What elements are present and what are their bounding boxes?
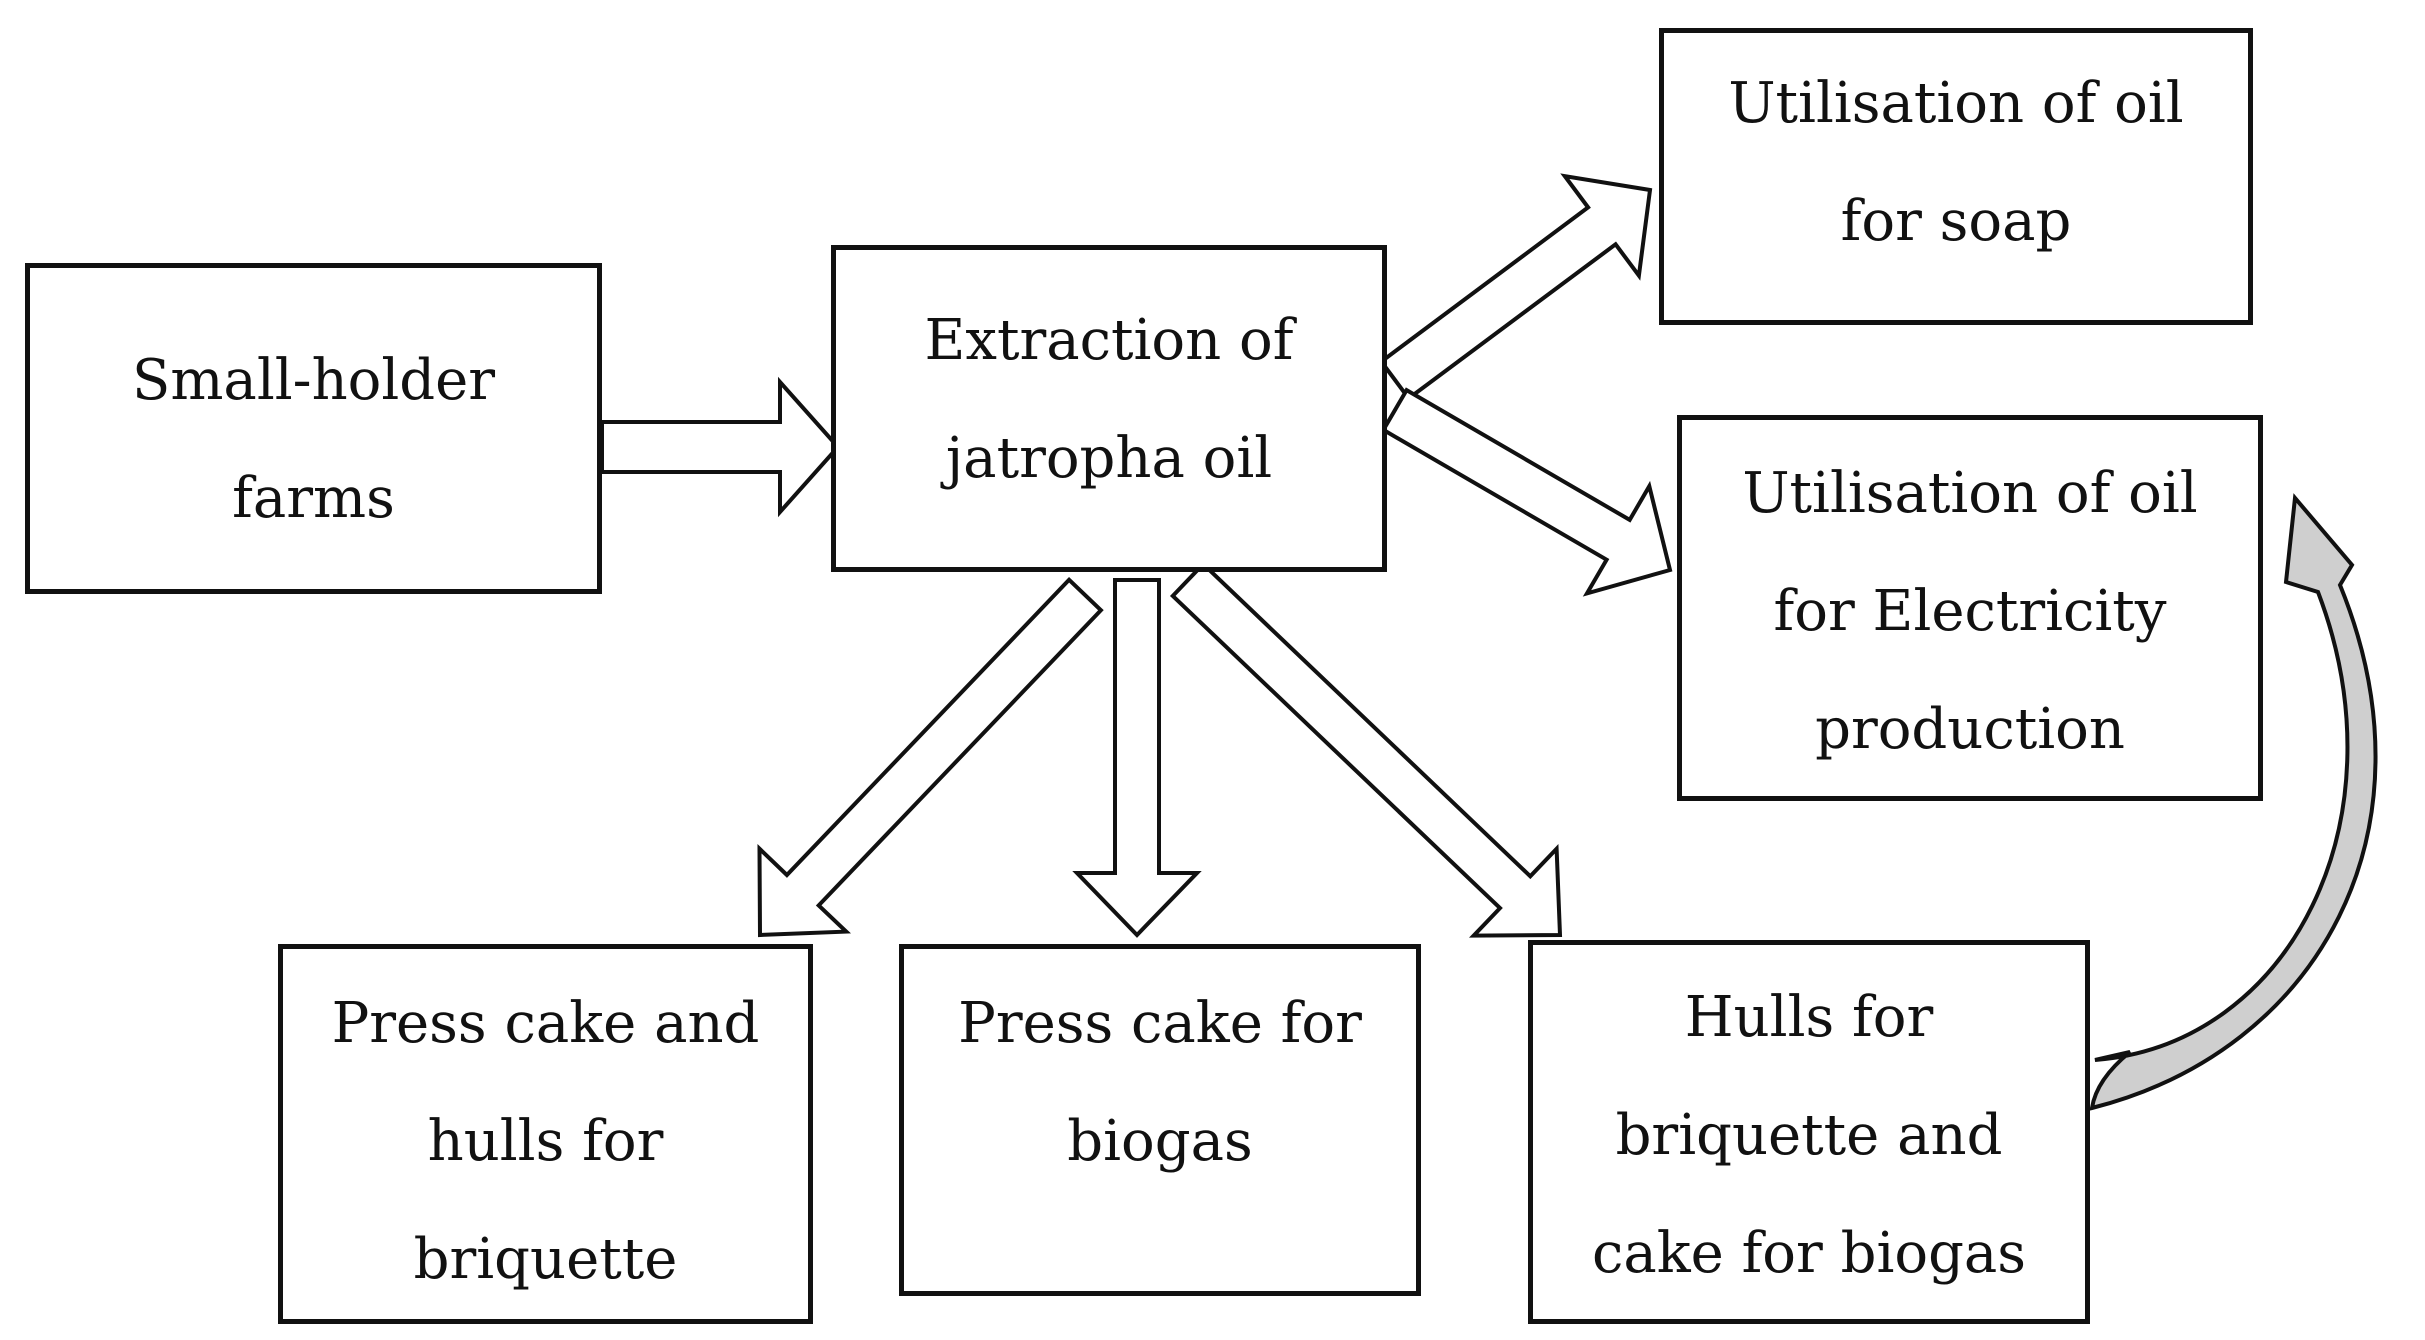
label-line: for soap	[1840, 189, 2072, 254]
label-line: hulls for	[427, 1109, 664, 1174]
node-label: Press cake for biogas	[904, 965, 1416, 1201]
node-extraction-of-jatropha-oil: Extraction of jatropha oil	[831, 245, 1387, 572]
label-line: Press cake for	[958, 991, 1362, 1056]
node-hulls-and-cake: Hulls for briquette and cake for biogas	[1528, 940, 2090, 1324]
node-label: Extraction of jatropha oil	[836, 282, 1382, 518]
node-label: Utilisation of oil for soap	[1664, 45, 2248, 281]
arrow-hulls-to-electricity-curved	[2089, 493, 2378, 1111]
arrow-extraction-to-press-cake-hulls	[757, 576, 1104, 938]
arrow-farms-to-extraction	[600, 376, 841, 518]
label-line: production	[1815, 697, 2125, 762]
node-label: Utilisation of oil for Electricity produ…	[1682, 435, 2258, 789]
label-line: biogas	[1067, 1109, 1253, 1174]
arrow-extraction-to-electricity	[1380, 387, 1673, 597]
node-label: Hulls for briquette and cake for biogas	[1533, 959, 2085, 1313]
arrow-extraction-to-press-cake-biogas	[1072, 578, 1202, 938]
arrow-extraction-to-soap	[1378, 173, 1653, 402]
label-line: jatropha oil	[945, 426, 1273, 491]
label-line: cake for biogas	[1591, 1221, 2027, 1286]
node-label: Small-holder farms	[30, 322, 597, 558]
label-line: Press cake and	[331, 991, 760, 1056]
node-oil-for-electricity: Utilisation of oil for Electricity produ…	[1677, 415, 2263, 801]
label-line: Utilisation of oil	[1728, 71, 2184, 136]
label-line: briquette and	[1615, 1103, 2003, 1168]
label-line: for Electricity	[1773, 579, 2167, 644]
node-label: Press cake and hulls for briquette	[283, 965, 808, 1319]
node-small-holder-farms: Small-holder farms	[25, 263, 602, 594]
label-line: Hulls for	[1684, 985, 1934, 1050]
node-oil-for-soap: Utilisation of oil for soap	[1659, 28, 2253, 325]
label-line: briquette	[413, 1227, 678, 1292]
label-line: Utilisation of oil	[1742, 461, 2198, 526]
node-press-cake-for-biogas: Press cake for biogas	[899, 944, 1421, 1296]
label-line: farms	[232, 466, 395, 531]
node-press-cake-and-hulls: Press cake and hulls for briquette	[278, 944, 813, 1324]
label-line: Small-holder	[131, 348, 496, 413]
arrow-extraction-to-hulls	[1169, 561, 1563, 938]
label-line: Extraction of	[924, 308, 1294, 373]
